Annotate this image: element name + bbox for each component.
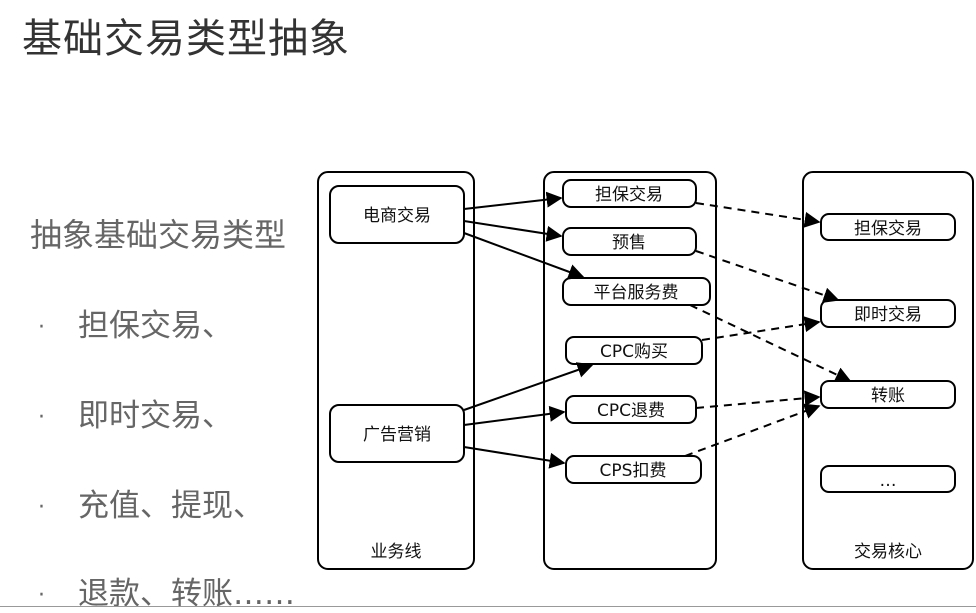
node-product-presale: 预售 [562,227,697,256]
bullet-item: · 充值、提现、 [38,480,264,525]
node-product-escrow-label: 担保交易 [595,185,663,205]
node-advertising-label: 广告营销 [363,425,431,445]
bullet-dot: · [38,405,45,430]
column-label-business: 业务线 [371,542,422,562]
node-core-more: … [820,465,956,493]
node-product-platform-fee-label: 平台服务费 [594,283,679,303]
node-ecommerce: 电商交易 [329,185,465,244]
edge-cps-deduct-core-transfer [684,403,821,457]
edge-ecommerce-presale [463,220,563,242]
edge-ecommerce-platform-fee [463,232,585,280]
node-core-escrow-label: 担保交易 [854,219,922,239]
bottom-divider [0,606,976,607]
column-core [802,171,974,570]
bullet-text: 充值、提现、 [78,488,264,524]
node-core-more-label: … [880,471,897,491]
edge-platform-fee-core-transfer [689,304,852,383]
node-product-cps-deduct-label: CPS扣费 [600,461,667,481]
bullet-dot: · [38,315,45,340]
node-core-transfer-label: 转账 [871,386,905,406]
bullet-text: 即时交易、 [78,398,233,434]
node-product-platform-fee: 平台服务费 [562,277,711,306]
node-product-cps-deduct: CPS扣费 [565,455,702,484]
bullet-item: · 即时交易、 [38,390,233,435]
bullet-dot: · [38,583,45,608]
edge-advertising-cpc-buy [463,362,594,411]
edge-ecommerce-escrow [463,191,563,210]
section-subtitle: 抽象基础交易类型 [30,216,287,254]
node-product-cpc-buy-label: CPC购买 [600,342,668,362]
column-product [543,171,717,570]
node-product-cpc-refund: CPC退费 [565,395,697,424]
node-product-presale-label: 预售 [612,233,646,253]
node-advertising: 广告营销 [329,404,465,463]
edge-advertising-cpc-refund [463,405,566,426]
node-product-cpc-refund-label: CPC退费 [597,401,665,421]
edge-presale-core-instant [695,250,840,303]
node-core-transfer: 转账 [820,380,956,409]
node-core-instant-label: 即时交易 [854,305,922,325]
edge-advertising-cps-deduct [463,446,566,469]
page-title: 基础交易类型抽象 [22,16,350,62]
edge-cpc-refund-core-transfer [695,390,821,409]
bullet-item: · 担保交易、 [38,300,233,345]
edge-escrow-core-escrow [695,202,821,228]
bullet-text: 担保交易、 [78,308,233,344]
column-business [317,171,475,570]
node-ecommerce-label: 电商交易 [363,206,431,226]
column-label-core: 交易核心 [854,542,922,562]
edge-cpc-buy-core-instant [701,316,821,341]
node-core-instant: 即时交易 [820,299,956,328]
node-product-escrow: 担保交易 [562,179,697,208]
node-core-escrow: 担保交易 [820,213,956,241]
bullet-dot: · [38,495,45,520]
node-product-cpc-buy: CPC购买 [565,336,703,365]
